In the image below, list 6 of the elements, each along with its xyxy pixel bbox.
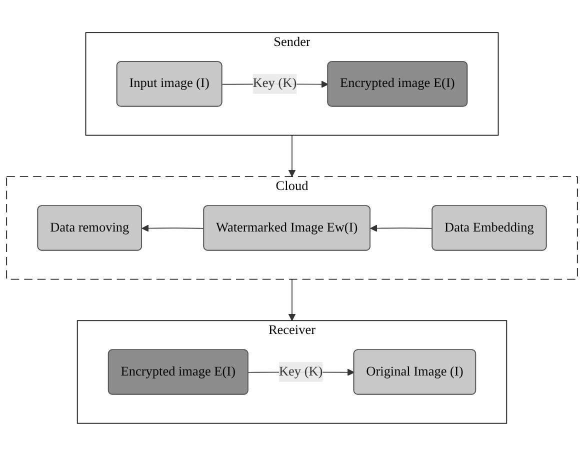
arrow — [142, 224, 204, 232]
edge-label: Key (K) — [252, 76, 297, 90]
arrow — [288, 278, 296, 321]
edge-label: Key (K) — [278, 364, 323, 378]
arrow — [288, 134, 296, 177]
arrow — [370, 224, 433, 232]
